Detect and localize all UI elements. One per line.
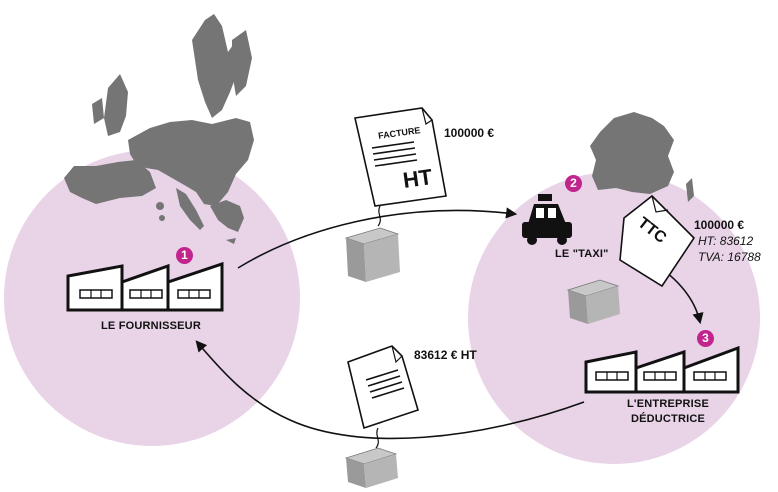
france-map-icon: [590, 112, 694, 202]
arrow-enterprise-to-supplier: [195, 340, 585, 440]
enterprise-label-line1: L'ENTREPRISE: [626, 398, 710, 410]
step-badge-1: 1: [176, 247, 193, 264]
ttc-amount: 100000 €: [694, 218, 745, 232]
invoice-ht-document: [347, 345, 419, 449]
invoice-ht-document: [354, 107, 447, 227]
factory-icon: [584, 345, 740, 394]
invoice-ht-code: HT: [401, 164, 434, 193]
europe-map-icon: [64, 14, 254, 244]
bottom-invoice-amount: 83612 € HT: [414, 348, 477, 362]
ttc-tva-line: TVA: 16788: [698, 250, 761, 264]
arrow-supplier-to-taxi: [237, 207, 518, 269]
taxi-icon: [522, 194, 572, 245]
step-badge-3: 3: [697, 330, 714, 347]
package-icon: [344, 227, 400, 282]
invoice-ttc-document: [619, 194, 696, 288]
top-invoice-amount: 100000 €: [444, 126, 495, 140]
supplier-label: LE FOURNISSEUR: [101, 320, 201, 332]
enterprise-label-line2: DÉDUCTRICE: [630, 413, 706, 425]
step-badge-2: 2: [565, 175, 582, 192]
taxi-label: LE "TAXI": [555, 248, 609, 260]
package-icon: [344, 447, 398, 488]
factory-icon: [66, 261, 224, 312]
package-icon: [566, 279, 620, 324]
ttc-ht-line: HT: 83612: [698, 234, 754, 248]
